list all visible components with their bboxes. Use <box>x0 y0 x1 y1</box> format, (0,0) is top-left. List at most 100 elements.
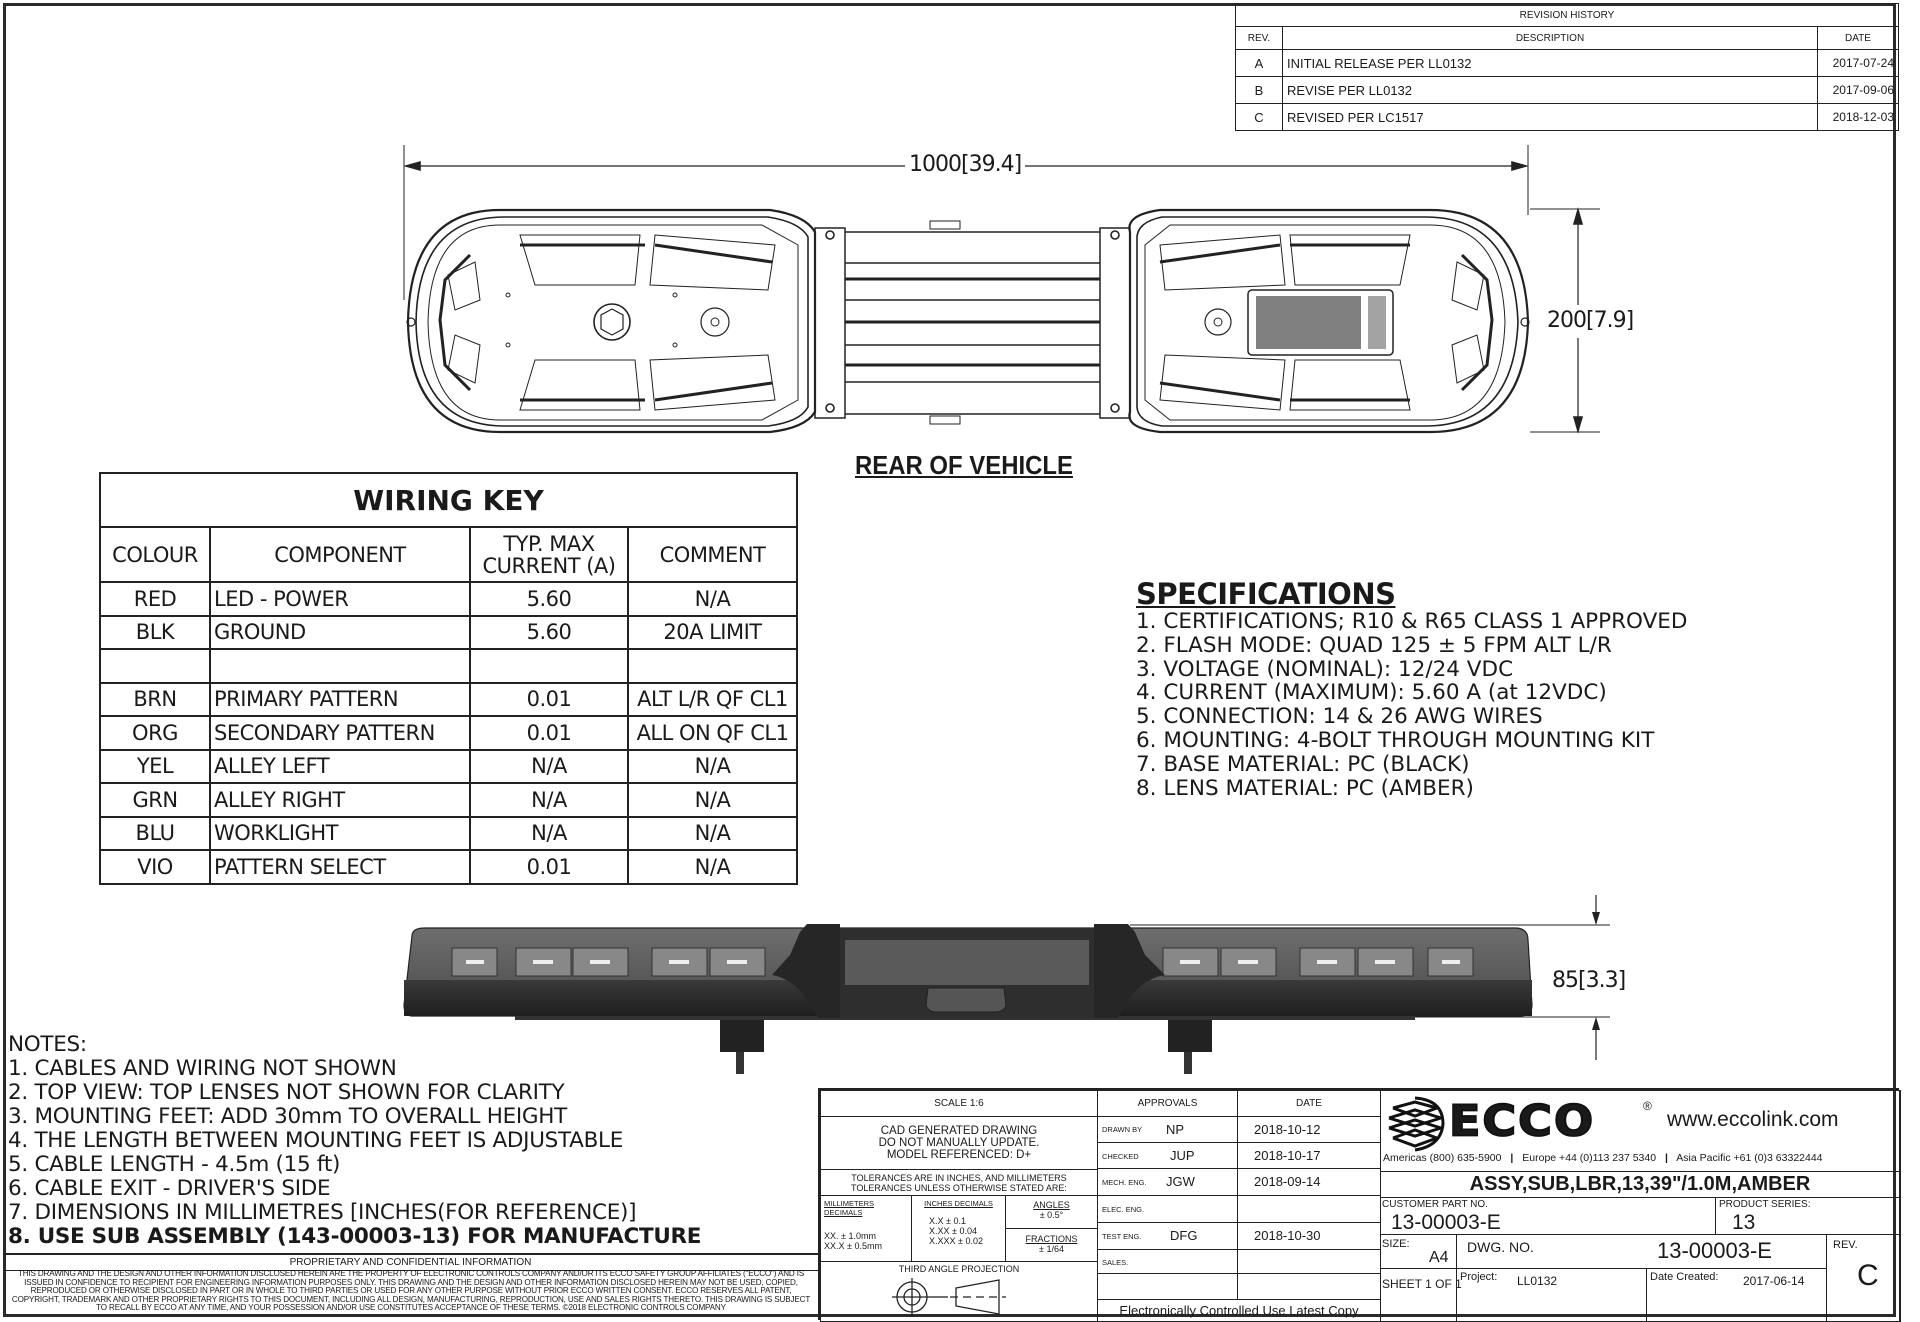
wire-comment: N/A <box>627 849 798 885</box>
approval-test-eng: TEST ENG.DFG <box>1097 1222 1238 1250</box>
height-in: 3.3 <box>1585 968 1619 993</box>
comment-header: COMMENT <box>627 526 798 583</box>
wire-current: N/A <box>469 815 629 851</box>
tolerance-note: TOLERANCES ARE IN INCHES, AND MILLIMETER… <box>820 1169 1098 1196</box>
revision-row: C REVISED PER LC1517 2018-12-03 <box>1235 103 1899 131</box>
revision-letter: A <box>1235 49 1283 77</box>
dwg-no-label: DWG. NO. <box>1467 1239 1534 1255</box>
approval-date: 2018-10-17 <box>1237 1142 1381 1169</box>
fractions: FRACTIONS ± 1/64 <box>1005 1228 1098 1262</box>
note-item: 8. USE SUB ASSEMBLY (143-00003-13) FOR M… <box>8 1224 702 1249</box>
width-mm: 1000 <box>909 152 962 177</box>
approval-role: MECH. ENG. <box>1102 1178 1147 1187</box>
wire-comment: N/A <box>627 815 798 851</box>
third-angle-projection-icon <box>892 1278 1006 1316</box>
scale: SCALE 1:6 <box>820 1090 1098 1117</box>
inch-decimals: INCHES DECIMALS X.X ± 0.1 X.XX ± 0.04 X.… <box>911 1195 1006 1262</box>
height-mm: 85 <box>1552 968 1579 993</box>
angles-label: ANGLES <box>1033 1200 1070 1210</box>
third-angle-projection: THIRD ANGLE PROJECTION <box>820 1261 1098 1322</box>
wire-colour: RED <box>99 581 211 617</box>
title-block: SCALE 1:6 CAD GENERATED DRAWING DO NOT M… <box>818 1088 1901 1322</box>
wire-current: 0.01 <box>469 849 629 885</box>
date-header: DATE <box>1237 1090 1381 1117</box>
customer-part-number: 13-00003-E <box>1391 1211 1501 1234</box>
wire-component: ALLEY LEFT <box>209 748 471 784</box>
wire-component <box>209 648 471 684</box>
height-dimension: 85[3.3] <box>1550 968 1628 993</box>
wire-comment: ALL ON QF CL1 <box>627 715 798 751</box>
approval-name: JUP <box>1170 1148 1195 1163</box>
wire-current: 0.01 <box>469 681 629 717</box>
approval-sales: SALES. <box>1097 1249 1238 1274</box>
width-dimension: 1000[39.4] <box>907 152 1024 177</box>
approval-role: SALES. <box>1102 1258 1129 1267</box>
cad-note-line: DO NOT MANUALLY UPDATE. <box>878 1137 1040 1149</box>
wire-current: N/A <box>469 748 629 784</box>
width-in: 39.4 <box>968 152 1015 177</box>
revision-description: REVISE PER LL0132 <box>1282 76 1818 104</box>
colour-header: COLOUR <box>99 526 211 583</box>
company-header: ECCO ® www.eccolink.com Americas (800) 6… <box>1380 1090 1901 1172</box>
depth-mm: 200 <box>1547 308 1587 333</box>
wire-comment: ALT L/R QF CL1 <box>627 681 798 717</box>
wire-current: 5.60 <box>469 581 629 617</box>
current-header-line2: CURRENT (A) <box>482 553 616 578</box>
approval-name: DFG <box>1170 1228 1198 1243</box>
wire-current: 0.01 <box>469 715 629 751</box>
rev-value: C <box>1857 1259 1879 1292</box>
angles-value: ± 0.5° <box>1039 1210 1064 1220</box>
wire-comment: N/A <box>627 748 798 784</box>
wire-colour: BLK <box>99 614 211 650</box>
specifications-title: SPECIFICATIONS <box>1136 577 1396 611</box>
depth-in: 7.9 <box>1593 308 1627 333</box>
fractions-value: ± 1/64 <box>1039 1244 1064 1254</box>
mm-decimals: MILLIMETERS DECIMALS XX. ± 1.0mm XX.X ± … <box>820 1195 912 1262</box>
wire-current <box>469 648 629 684</box>
cad-note-line: MODEL REFERENCED: D+ <box>886 1149 1032 1161</box>
projection-label: THIRD ANGLE PROJECTION <box>898 1264 1020 1274</box>
wire-current: 5.60 <box>469 614 629 650</box>
wiring-key-title: WIRING KEY <box>99 472 798 528</box>
wire-colour: BRN <box>99 681 211 717</box>
note-item: 7. DIMENSIONS IN MILLIMETRES [INCHES(FOR… <box>8 1200 637 1225</box>
spec-item: 3. VOLTAGE (NOMINAL): 12/24 VDC <box>1136 656 1514 682</box>
rev-header: REV. <box>1235 26 1283 50</box>
notes-block: NOTES: 1. CABLES AND WIRING NOT SHOWN 2.… <box>8 1033 701 1249</box>
tolerance-line: TOLERANCES ARE IN INCHES, AND MILLIMETER… <box>851 1173 1067 1183</box>
current-header-line1: TYP. MAX <box>503 531 595 556</box>
note-item: 4. THE LENGTH BETWEEN MOUNTING FEET IS A… <box>8 1128 623 1153</box>
rev-label: REV. <box>1833 1239 1858 1251</box>
approval-date: 2018-09-14 <box>1237 1168 1381 1196</box>
spec-item: 1. CERTIFICATIONS; R10 & R65 CLASS 1 APP… <box>1136 609 1688 634</box>
spec-item: 6. MOUNTING: 4-BOLT THROUGH MOUNTING KIT <box>1136 727 1655 753</box>
wire-colour: BLU <box>99 815 211 851</box>
revision-row: B REVISE PER LL0132 2017-09-06 <box>1235 76 1899 104</box>
approval-blank <box>1097 1273 1238 1300</box>
rear-of-vehicle-label: REAR OF VEHICLE <box>855 450 1073 480</box>
wire-component: SECONDARY PATTERN <box>209 715 471 751</box>
customer-part-label: CUSTOMER PART NO. <box>1382 1199 1488 1210</box>
date-created-cell: Date Created: 2017-06-14 <box>1646 1268 1827 1322</box>
company-website: www.eccolink.com <box>1667 1108 1839 1131</box>
specifications-block: SPECIFICATIONS 1. CERTIFICATIONS; R10 & … <box>1136 578 1687 800</box>
mm-tol-line: XX.X ± 0.5mm <box>824 1241 882 1251</box>
approval-date: 2018-10-30 <box>1237 1222 1381 1250</box>
note-item: 3. MOUNTING FEET: ADD 30mm TO OVERALL HE… <box>8 1104 567 1129</box>
revision-date: 2017-09-06 <box>1817 76 1899 104</box>
product-series-value: 13 <box>1732 1211 1756 1234</box>
sheet-number: SHEET 1 OF 1 <box>1380 1268 1462 1322</box>
revision-description: INITIAL RELEASE PER LL0132 <box>1282 49 1818 77</box>
wire-component: ALLEY RIGHT <box>209 782 471 818</box>
notes-title: NOTES: <box>8 1032 87 1057</box>
inch-tol-line: X.XXX ± 0.02 <box>929 1236 983 1246</box>
revision-history-table: REVISION HISTORY REV. DESCRIPTION DATE A… <box>1235 3 1899 131</box>
wire-colour: VIO <box>99 849 211 885</box>
size-cell: SIZE: A4 <box>1380 1234 1457 1269</box>
drawing-border <box>3 3 1896 1317</box>
